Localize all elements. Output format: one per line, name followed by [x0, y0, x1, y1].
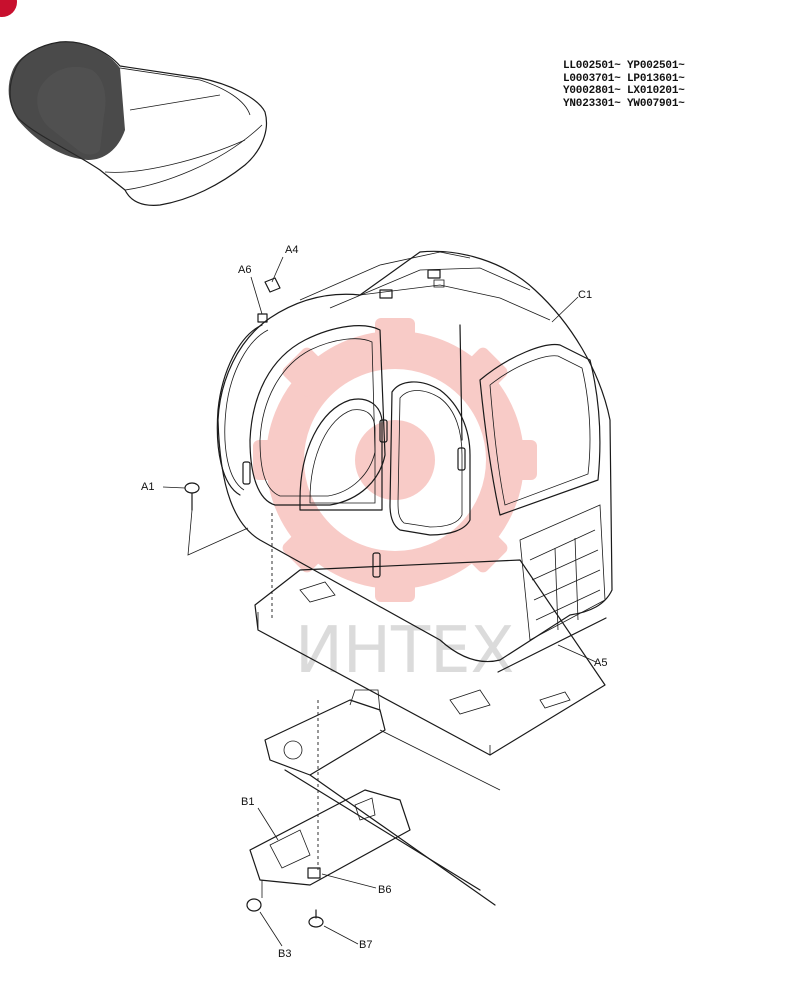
nut-b6 — [307, 867, 321, 879]
rear-grille — [519, 504, 606, 641]
cab-shell — [217, 250, 613, 663]
callout-a1: A1 — [141, 481, 154, 493]
callout-b6: B6 — [378, 884, 391, 896]
callout-b7: B7 — [359, 939, 372, 951]
callout-b3: B3 — [278, 948, 291, 960]
bolt-b3 — [246, 898, 262, 912]
door-handle-lower — [372, 552, 381, 578]
door-handle-left — [242, 461, 251, 485]
callout-b1: B1 — [241, 796, 254, 808]
leader-lines — [162, 256, 597, 947]
serial-line: LL002501~ YP002501~ — [563, 60, 685, 72]
corner-badge — [0, 0, 17, 17]
overview-thumbnail — [8, 41, 267, 206]
watermark-text: ИНТЕХ — [295, 614, 514, 688]
door-handle-side — [457, 447, 466, 471]
front-window — [249, 325, 386, 506]
rear-window — [479, 343, 601, 516]
handrail — [216, 324, 263, 496]
serial-number-list: LL002501~ YP002501~ L0003701~ LP013601~ … — [563, 60, 685, 110]
serial-line: YN023301~ YW007901~ — [563, 97, 685, 110]
fasteners — [184, 277, 324, 928]
callout-a4: A4 — [285, 244, 298, 256]
clip-a4 — [264, 277, 281, 293]
door-arch — [299, 398, 383, 511]
bolt-a1 — [184, 482, 200, 494]
watermark-gear — [253, 318, 537, 602]
bracket-b1 — [249, 789, 411, 886]
lower-frame — [249, 689, 501, 906]
serial-line: Y0002801~ LX010201~ — [563, 85, 685, 97]
side-window — [389, 381, 471, 536]
cab-assembly — [216, 250, 613, 756]
callout-c1: C1 — [578, 289, 592, 301]
pad-a6 — [257, 313, 268, 323]
seal-strip — [497, 617, 607, 673]
serial-line: L0003701~ LP013601~ — [563, 72, 685, 85]
callout-a5: A5 — [594, 657, 607, 669]
callout-a6: A6 — [238, 264, 251, 276]
door-handle-center — [379, 419, 388, 443]
